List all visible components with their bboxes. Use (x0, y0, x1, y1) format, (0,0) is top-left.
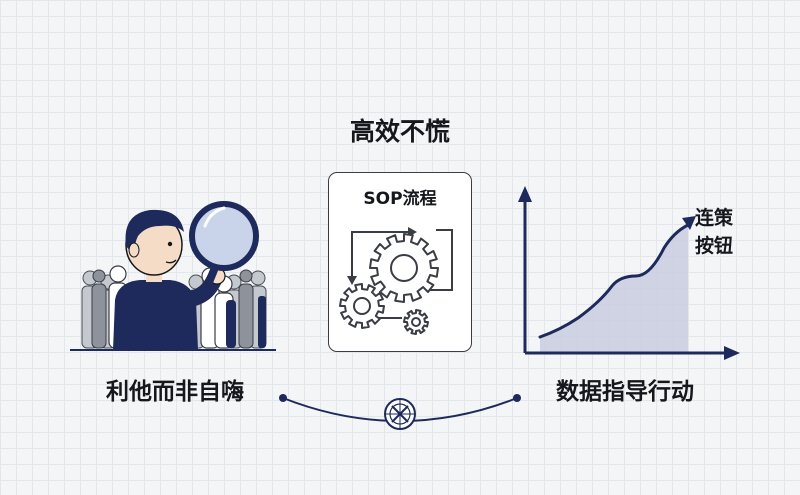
gear-icon (339, 283, 385, 329)
x-axis-arrow (724, 346, 740, 360)
diagram-title: 高效不慌 (349, 117, 450, 146)
connector-dot-right (513, 394, 521, 402)
growth-arrow-head (682, 216, 696, 230)
left-caption: 利他而非自嗨 (106, 379, 244, 405)
growth-chart (518, 186, 740, 360)
growth-area (540, 225, 688, 353)
chart-label-line2: 按钮 (694, 235, 733, 257)
gear-icon (403, 309, 429, 335)
connector-dot-left (279, 394, 287, 402)
right-caption: 数据指导行动 (556, 379, 694, 405)
chart-label-line1: 连策 (694, 207, 733, 229)
growth-line (538, 223, 690, 339)
y-axis-arrow (518, 186, 532, 202)
compass-icon (384, 398, 416, 430)
chart-label: 连策 按钮 (682, 204, 746, 260)
sop-label: SOP流程 (363, 189, 437, 209)
magnifying-glass-icon (189, 201, 259, 296)
gear-icon (369, 233, 439, 303)
